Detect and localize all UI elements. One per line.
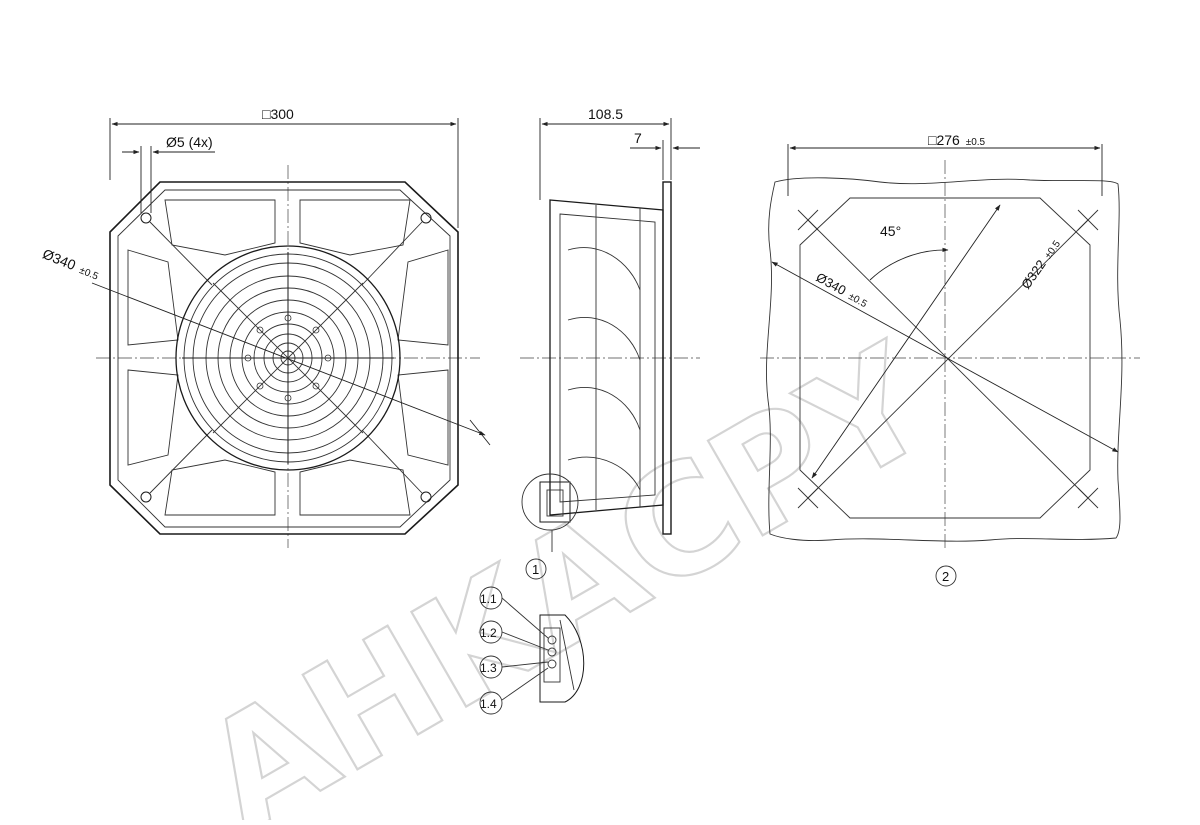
connector-detail: 1.1 1.2 1.3 1.4 xyxy=(479,586,585,715)
svg-text:□276 ±0.5: □276 ±0.5 xyxy=(928,132,986,148)
svg-text:Ø322 ±0.5: Ø322 ±0.5 xyxy=(1018,236,1063,292)
callout-detail-1: 1 xyxy=(532,562,539,577)
mounting-hole-icon xyxy=(140,212,432,503)
front-view: □300 Ø5 (4x) Ø340 ±0.5 xyxy=(40,106,491,548)
dim-front-diameter: Ø340 xyxy=(40,245,78,273)
angle-label: 45° xyxy=(880,223,901,239)
dim-hole-diameter: Ø5 (4x) xyxy=(166,134,213,150)
dim-cutout-square: □276 xyxy=(928,132,960,148)
dim-cutout-d340: Ø340 xyxy=(814,270,849,299)
fan-housing xyxy=(109,181,459,535)
dim-depth: 108.5 xyxy=(588,106,623,122)
side-view: 108.5 7 1 xyxy=(520,106,700,580)
pin-label: 1.1 xyxy=(480,592,497,606)
pin-label: 1.4 xyxy=(480,697,497,711)
pin-label: 1.2 xyxy=(480,626,497,640)
dim-width-300: □300 xyxy=(262,106,294,122)
callout-mounting-2: 2 xyxy=(942,569,949,584)
panel-boundary xyxy=(766,177,1123,542)
pin-label: 1.3 xyxy=(480,661,497,675)
svg-text:Ø340 ±0.5: Ø340 ±0.5 xyxy=(40,245,102,282)
dim-flange: 7 xyxy=(634,130,642,146)
dim-cutout-square-tol: ±0.5 xyxy=(966,137,986,148)
dim-cutout-d322: Ø322 xyxy=(1018,257,1049,292)
svg-text:AHKACPY: AHKACPY xyxy=(176,312,960,820)
dim-cutout-d340-tol: ±0.5 xyxy=(846,291,869,310)
dim-cutout-d322-tol: ±0.5 xyxy=(1043,239,1063,262)
watermark-logo: AHKACPY xyxy=(175,311,961,825)
dim-front-diameter-tol: ±0.5 xyxy=(78,265,101,283)
